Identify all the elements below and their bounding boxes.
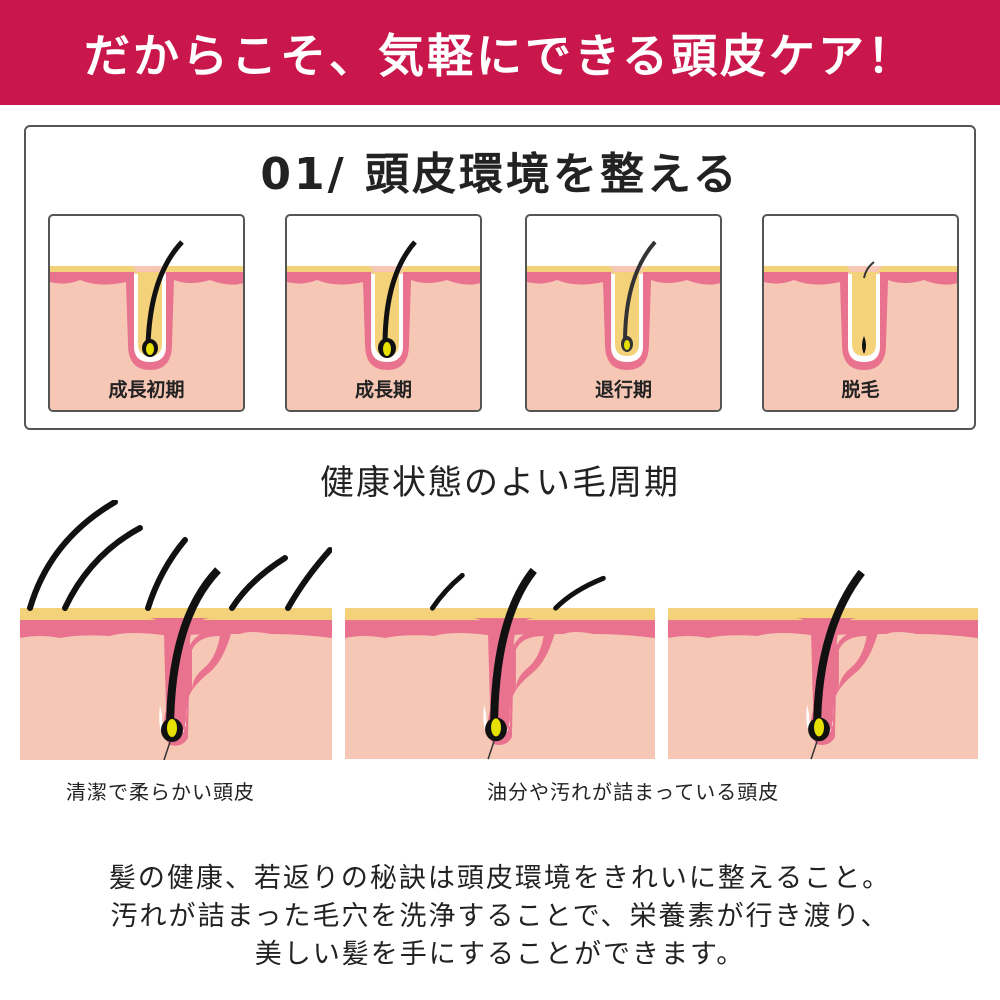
description-line: 髪の健康、若返りの秘訣は頭皮環境をきれいに整えること。: [108, 863, 892, 894]
header-title: だからこそ、気軽にできる頭皮ケア！: [83, 28, 917, 83]
hair-follicle-illustration: [50, 240, 245, 412]
clean-scalp-illustration: [20, 500, 332, 760]
hair-cycle-box: [24, 125, 976, 430]
stage-label: 脱毛: [841, 379, 880, 401]
stage-label: 成長期: [354, 379, 412, 401]
hair-follicle-illustration: [527, 240, 722, 412]
oily-scalp-caption: 油分や汚れが詰まっている頭皮: [487, 780, 780, 804]
stage-label: 退行期: [594, 379, 652, 401]
stage-panel-growth: 成長期: [285, 214, 482, 412]
hair-follicle-illustration: [287, 240, 482, 412]
clean-scalp-caption: 清潔で柔らかい頭皮: [66, 780, 255, 804]
stage-panel-regression: 退行期: [525, 214, 722, 412]
description-line: 美しい髪を手にすることができます。: [254, 939, 746, 970]
section-title: 01/ 頭皮環境を整える: [260, 149, 740, 200]
clogged-scalp-illustration: [668, 569, 978, 760]
hair-follicle-illustration: [764, 261, 959, 412]
oily-scalp-illustration: [345, 567, 655, 760]
header-banner: だからこそ、気軽にできる頭皮ケア！: [0, 0, 1000, 105]
description-line: 汚れが詰まった毛穴を洗浄することで、栄養素が行き渡り、: [110, 901, 890, 932]
stage-panel-early-growth: 成長初期: [48, 214, 245, 412]
cycle-subtitle: 健康状態のよい毛周期: [320, 463, 680, 503]
description-paragraph: 髪の健康、若返りの秘訣は頭皮環境をきれいに整えること。 汚れが詰まった毛穴を洗浄…: [0, 860, 1000, 974]
stage-label: 成長初期: [108, 379, 185, 401]
stage-panel-shedding: 脱毛: [762, 214, 959, 412]
